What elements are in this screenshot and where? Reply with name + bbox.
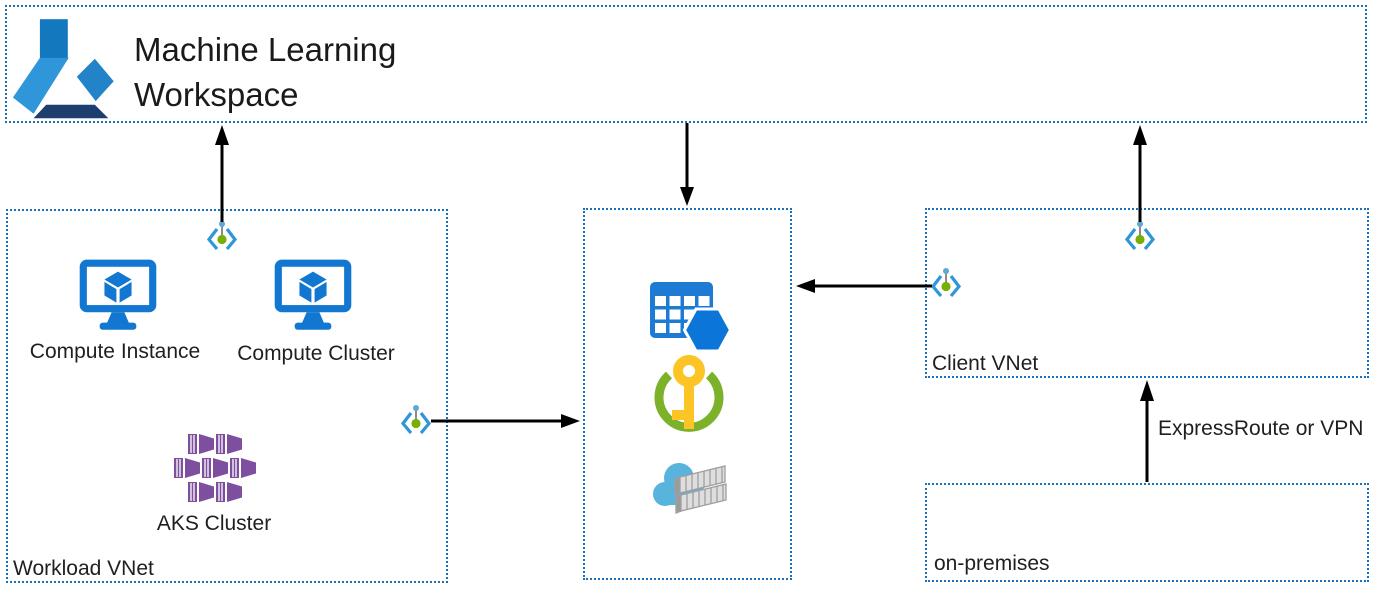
- key-vault-icon: [646, 354, 730, 436]
- machine-learning-workspace-icon: [12, 12, 120, 120]
- workload-vnet-label: Workload VNet: [13, 557, 154, 580]
- private-endpoint-icon-workload-right: [399, 404, 433, 434]
- on-premises-box: on-premises: [925, 483, 1369, 582]
- storage-table-icon: [650, 280, 736, 356]
- private-endpoint-icon-client-left: [929, 267, 963, 297]
- compute-instance-label: Compute Instance: [29, 340, 201, 363]
- client-vnet-label: Client VNet: [932, 352, 1039, 375]
- aks-cluster-label: AKS Cluster: [156, 512, 272, 535]
- private-endpoint-icon-client-top: [1123, 220, 1157, 250]
- container-registry-icon: [648, 453, 732, 515]
- arrow-client-to-services: [796, 279, 932, 293]
- compute-cluster-icon: [273, 258, 353, 333]
- expressroute-vpn-label: ExpressRoute or VPN: [1158, 417, 1364, 440]
- workload-vnet-box: Workload VNet: [6, 209, 448, 583]
- compute-instance-icon: [78, 258, 158, 333]
- arrow-onprem-to-client: [1140, 380, 1154, 482]
- arrow-ml-to-services: [680, 123, 694, 206]
- compute-cluster-label: Compute Cluster: [237, 342, 395, 365]
- on-premises-label: on-premises: [934, 552, 1050, 575]
- ml-workspace-box: Machine Learning Workspace: [5, 5, 1367, 123]
- aks-cluster-icon: [165, 434, 263, 502]
- arrow-workload-to-ml: [215, 125, 229, 222]
- client-vnet-box: Client VNet: [925, 208, 1369, 378]
- arrow-workload-to-services: [431, 414, 580, 428]
- ml-workspace-title: Machine Learning Workspace: [134, 31, 397, 113]
- private-endpoint-icon-workload-top: [205, 220, 239, 250]
